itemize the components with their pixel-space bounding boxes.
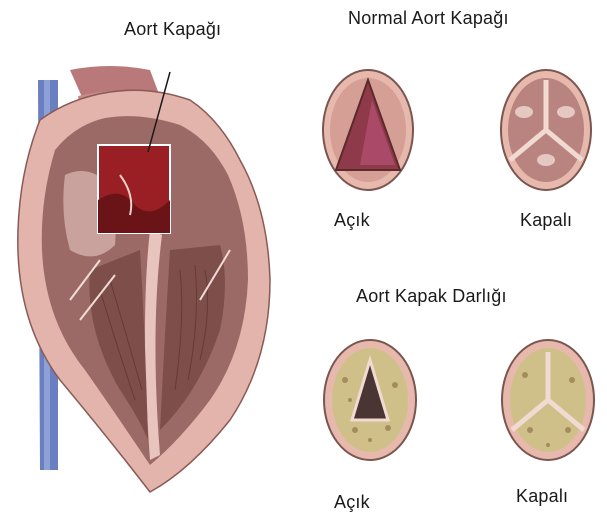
stenosis-valve-closed <box>502 340 594 460</box>
stenosis-title: Aort Kapak Darlığı <box>356 286 507 307</box>
normal-valve-open <box>323 70 413 190</box>
stenosis-open-label: Açık <box>334 492 370 513</box>
stenosis-closed-label: Kapalı <box>516 486 568 507</box>
stenosis-valve-open <box>324 340 416 460</box>
normal-open-label: Açık <box>334 210 370 231</box>
normal-valve-closed <box>501 70 591 190</box>
aortic-valve-label: Aort Kapağı <box>124 19 221 40</box>
normal-valve-title: Normal Aort Kapağı <box>348 8 509 29</box>
normal-closed-label: Kapalı <box>520 210 572 231</box>
heart-illustration <box>18 66 270 492</box>
